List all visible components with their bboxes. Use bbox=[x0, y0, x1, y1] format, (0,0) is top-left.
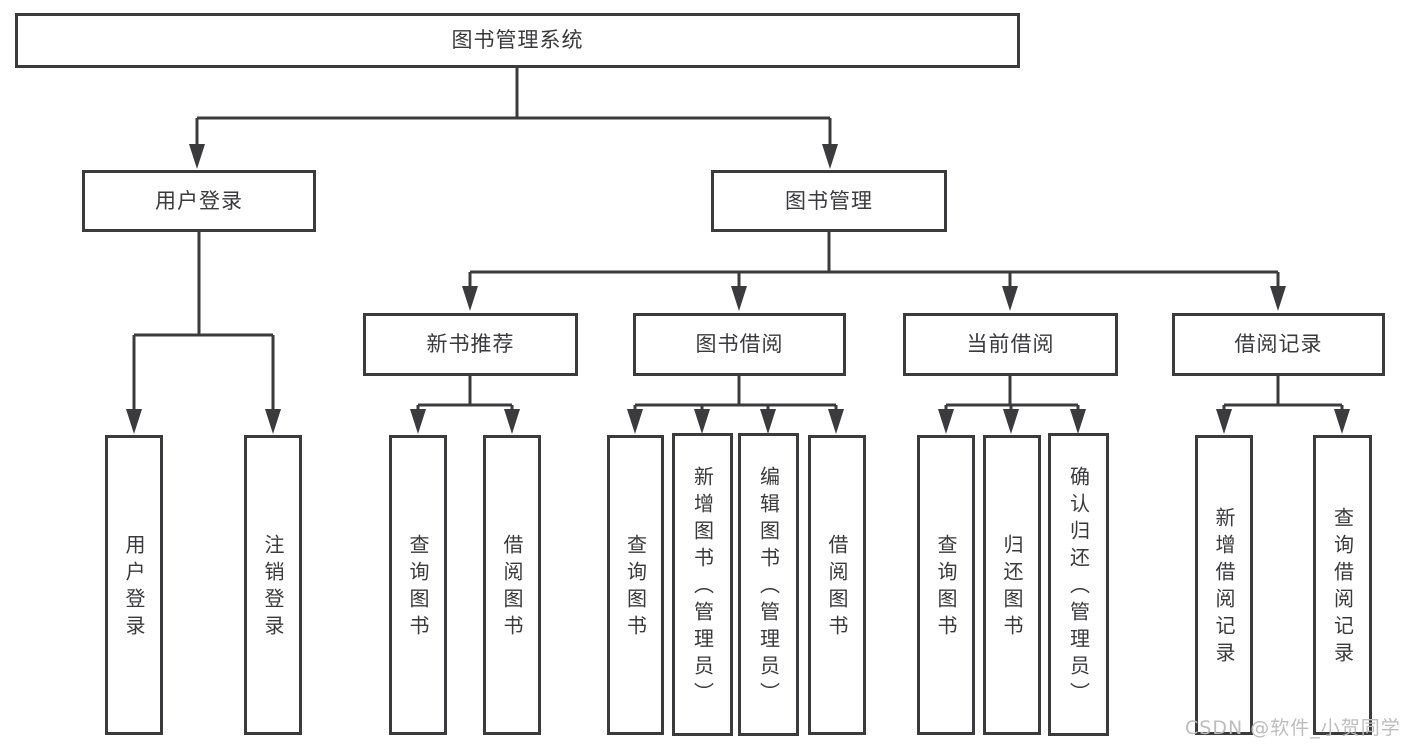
node-book-management: 图书管理 bbox=[711, 170, 947, 232]
node-label: 用户登录 bbox=[155, 188, 243, 213]
node-label: 新增借阅记录 bbox=[1212, 507, 1236, 669]
node-label: 确认归还（管理员） bbox=[1066, 466, 1091, 709]
node-label: 图书借阅 bbox=[695, 332, 784, 356]
watermark: CSDN @软件_小贺同学 bbox=[1185, 717, 1401, 739]
node-label: 借阅图书 bbox=[825, 534, 849, 642]
leaf-query-borrow-record: 查询借阅记录 bbox=[1313, 435, 1372, 735]
node-label: 新书推荐 bbox=[426, 332, 515, 356]
node-library-management-system: 图书管理系统 bbox=[15, 13, 1020, 68]
leaf-confirm-return-admin: 确认归还（管理员） bbox=[1048, 433, 1109, 736]
leaf-edit-book-admin: 编辑图书（管理员） bbox=[738, 433, 799, 736]
node-label: 查询图书 bbox=[934, 534, 958, 642]
leaf-user-login: 用户登录 bbox=[105, 435, 163, 735]
node-label: 新增图书（管理员） bbox=[690, 466, 715, 709]
node-label: 归还图书 bbox=[1000, 534, 1024, 642]
leaf-return-books: 归还图书 bbox=[983, 435, 1041, 735]
node-current-borrowing: 当前借阅 bbox=[903, 313, 1118, 376]
node-label: 注销登录 bbox=[261, 534, 285, 642]
leaf-borrow-books-2: 借阅图书 bbox=[808, 435, 866, 735]
leaf-logout: 注销登录 bbox=[244, 435, 302, 735]
node-label: 当前借阅 bbox=[966, 332, 1055, 356]
node-label: 查询借阅记录 bbox=[1330, 507, 1355, 669]
node-book-borrowing: 图书借阅 bbox=[633, 313, 846, 376]
leaf-add-borrow-record: 新增借阅记录 bbox=[1195, 435, 1253, 735]
leaf-borrow-books-1: 借阅图书 bbox=[483, 435, 541, 735]
node-user-login: 用户登录 bbox=[82, 170, 316, 232]
node-label: 编辑图书（管理员） bbox=[756, 466, 781, 709]
arrowheads bbox=[126, 144, 1350, 434]
leaf-add-book-admin: 新增图书（管理员） bbox=[672, 433, 733, 736]
leaf-query-books-1: 查询图书 bbox=[389, 435, 447, 735]
node-label: 图书管理 bbox=[785, 188, 873, 213]
node-label: 查询图书 bbox=[623, 534, 648, 642]
leaf-query-books-2: 查询图书 bbox=[607, 435, 664, 735]
leaf-query-books-3: 查询图书 bbox=[917, 435, 975, 735]
node-label: 借阅图书 bbox=[500, 534, 524, 642]
node-label: 图书管理系统 bbox=[451, 28, 584, 52]
node-label: 借阅记录 bbox=[1234, 332, 1323, 356]
node-label: 用户登录 bbox=[122, 534, 146, 642]
node-label: 查询图书 bbox=[406, 534, 430, 642]
node-new-book-recommendation: 新书推荐 bbox=[363, 313, 578, 376]
node-borrowing-records: 借阅记录 bbox=[1172, 313, 1385, 376]
